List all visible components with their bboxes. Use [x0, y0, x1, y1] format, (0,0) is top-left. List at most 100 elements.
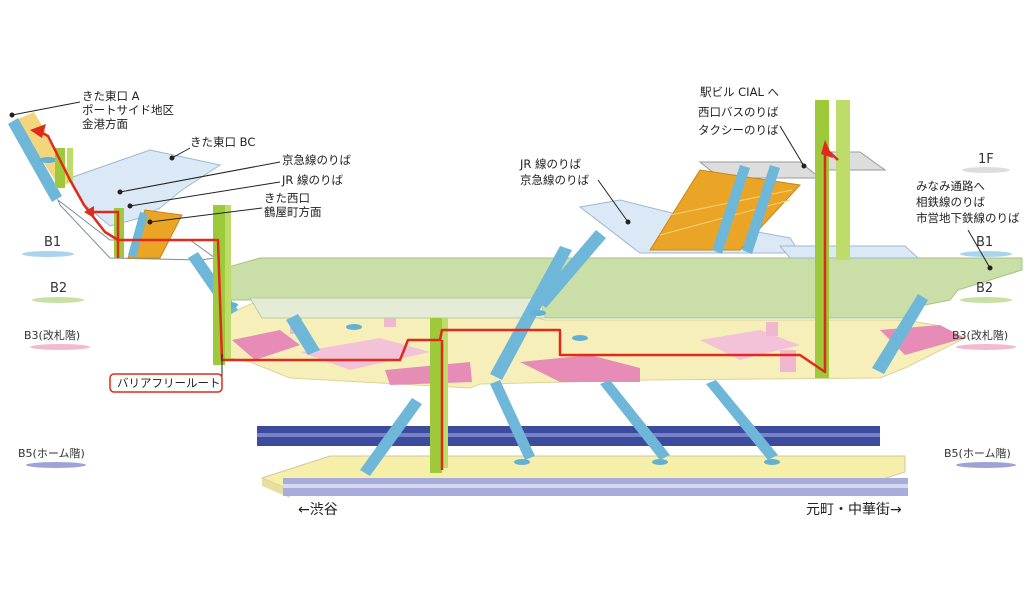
elevator-1f-b1: [836, 100, 850, 260]
escalator-group: [8, 118, 928, 476]
level-label-b2-right: B2: [976, 281, 993, 296]
level-label-b3-right: B3(改札階): [952, 328, 1008, 342]
escalator-landing: [514, 459, 530, 465]
direction-motomachi: 元町・中華街→: [806, 502, 902, 518]
route-arrow-1f: [821, 140, 833, 158]
elevator-north-east-a: [55, 148, 65, 188]
b5-platform-level: [257, 426, 908, 498]
elevator-b3-b5-side: [442, 318, 448, 468]
barrier-free-legend: バリアフリールート: [109, 373, 223, 393]
dot-north-east-a: [9, 112, 15, 118]
barrier-free-legend-box: [109, 373, 223, 393]
escalator-b2-b1-left-center: [536, 230, 606, 308]
level-label-b3-left: B3(改札階): [24, 328, 80, 342]
label-north-east-a-2: ポートサイド地区: [82, 103, 174, 117]
leader-keikyu-left: [119, 161, 281, 193]
b5-marker-left: [26, 462, 86, 468]
escalator-b3-b2-right: [872, 294, 928, 374]
escalator-b3-b5-3: [600, 380, 670, 460]
b3-shop-block-1: [300, 338, 430, 370]
b5-marker-right: [956, 462, 1016, 468]
route-arrow-north-west: [84, 206, 94, 218]
dot-keikyu-left: [117, 189, 123, 195]
escalator-landing: [346, 324, 362, 330]
label-south-3: 市営地下鉄線のりば: [916, 211, 1020, 225]
b2-marker-right: [960, 297, 1012, 303]
escalator-to-1f-1: [712, 165, 750, 254]
leader-jr-left: [129, 181, 281, 207]
label-north-west-2: 鶴屋町方面: [264, 205, 322, 219]
train-lower-windows: [283, 484, 908, 488]
label-cial-1: 駅ビル CIAL へ: [700, 85, 779, 99]
level-label-b1-right: B1: [976, 235, 993, 250]
escalator-landing: [652, 459, 668, 465]
leader-dots: [9, 112, 993, 271]
level-label-b1-left: B1: [44, 235, 61, 250]
escalator-b3-b5-2: [490, 380, 535, 460]
elevator-north-east-a-side: [67, 148, 73, 182]
label-cial-3: タクシーのりば: [698, 123, 779, 137]
escalator-north-west: [128, 212, 148, 258]
level-label-1f: 1F: [978, 152, 994, 167]
escalator-b3-b5-1: [360, 398, 422, 476]
leader-cial: [779, 125, 805, 167]
leader-jr-keikyu-center: [597, 179, 629, 223]
escalator-b3-b5-4: [706, 380, 778, 460]
leader-south: [967, 229, 991, 269]
b3-gate-area-center: [385, 362, 472, 385]
f1-marker: [962, 167, 1010, 173]
dot-south: [987, 265, 993, 271]
b1-marker-right: [960, 251, 1012, 257]
label-north-east-a-3: 金港方面: [82, 117, 128, 131]
b3-gate-area-left: [232, 330, 300, 360]
escalator-north-east-a: [8, 118, 62, 202]
level-label-b5-right: B5(ホーム階): [944, 446, 1011, 460]
direction-shibuya: ←渋谷: [298, 502, 338, 518]
b3-kiosk-4: [780, 350, 796, 372]
escalator-landing: [39, 157, 57, 163]
b2-concourse-level: [224, 257, 1023, 319]
b3-concourse-level: [214, 299, 967, 389]
barrier-free-legend-label: バリアフリールート: [117, 376, 221, 390]
b2-floor-edge: [249, 297, 546, 319]
b3-marker-left: [30, 344, 90, 350]
leader-lines: [11, 101, 991, 380]
escalator-landing: [572, 335, 588, 341]
direction-labels: ←渋谷 元町・中華街→: [298, 502, 902, 518]
leader-north-east-bc: [171, 147, 191, 159]
label-keikyu-left: 京急線のりば: [282, 153, 351, 167]
dot-jr-keikyu-center: [625, 219, 631, 225]
escalator-landing: [530, 310, 546, 316]
leader-north-west: [149, 207, 263, 223]
label-south-2: 相鉄線のりば: [916, 195, 985, 209]
route-arrow-north-east-a: [30, 124, 46, 138]
f1-slab-right: [825, 151, 887, 171]
label-cial-2: 西口バスのりば: [698, 105, 779, 119]
b2-marker-left: [32, 297, 84, 303]
dot-cial: [801, 163, 807, 169]
escalator-to-1f-2: [742, 165, 780, 254]
b3-kiosk-3: [766, 322, 778, 336]
level-labels: 1F B1 B1 B2 B2 B3(改札階) B3(改札階) B5(ホーム階) …: [18, 152, 1011, 460]
label-north-west-1: きた西口: [264, 191, 310, 205]
level-label-b2-left: B2: [50, 281, 67, 296]
b3-gate-area-right: [520, 355, 640, 382]
label-jr-left: JR 線のりば: [281, 173, 344, 187]
b3-shop-block-2: [700, 330, 800, 360]
elevator-b1-b3-left-side: [225, 205, 231, 360]
dot-jr-left: [127, 203, 133, 209]
label-north-east-bc: きた東口 BC: [190, 135, 255, 149]
barrier-free-route: [30, 124, 839, 470]
level-markers: [22, 167, 1016, 468]
barrier-free-route-north-west: [94, 210, 120, 258]
dot-north-west: [147, 219, 153, 225]
b1-marker-left: [22, 251, 74, 257]
b1-concourse-level: [56, 149, 920, 261]
dot-north-east-bc: [169, 155, 175, 161]
elevator-1f-b3: [815, 100, 829, 378]
place-labels: きた東口 A ポートサイド地区 金港方面 きた東口 BC 京急線のりば JR 線…: [82, 85, 1020, 225]
escalator-b3-left: [286, 314, 320, 355]
label-keikyu-center: 京急線のりば: [520, 173, 589, 187]
train-upper-windows: [257, 433, 880, 437]
